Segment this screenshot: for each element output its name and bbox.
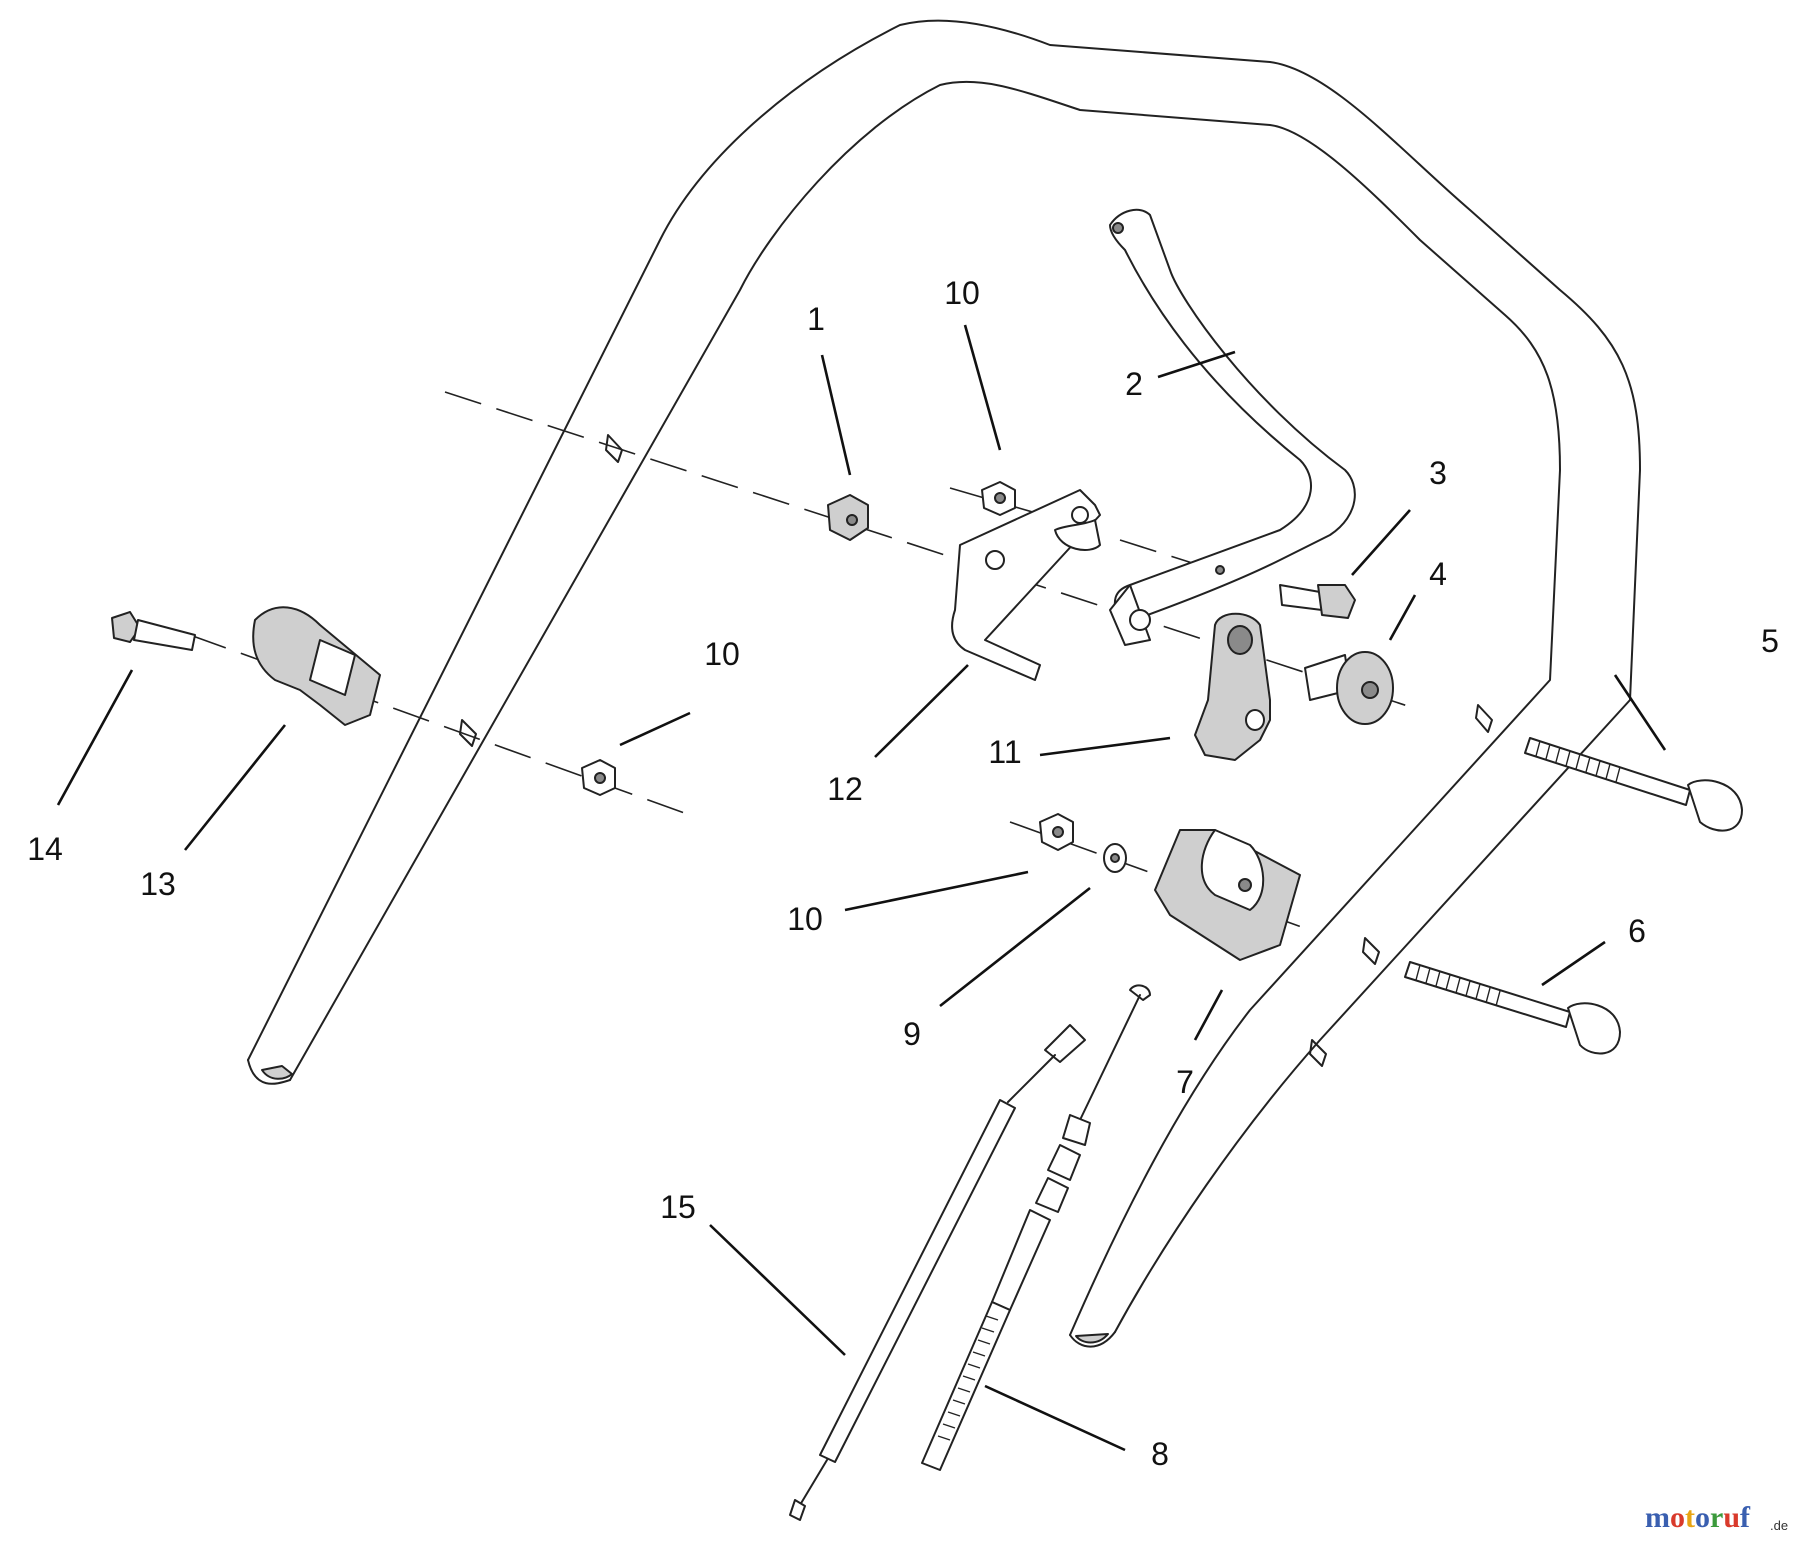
hex-bolt-3 — [1279, 584, 1356, 619]
clamp-13 — [252, 606, 381, 726]
callout-labels: 1 2 3 4 5 6 7 8 9 10 10 10 11 12 13 14 1… — [27, 275, 1779, 1472]
latch — [1194, 612, 1271, 761]
watermark-letter: o — [1670, 1501, 1685, 1534]
callout-7: 7 — [1176, 1064, 1194, 1100]
leader-9 — [939, 886, 1091, 1008]
washer-9 — [1103, 843, 1127, 873]
leader-12 — [874, 664, 969, 758]
callout-5: 5 — [1761, 623, 1779, 659]
watermark-letter: m — [1645, 1501, 1670, 1534]
callout-8: 8 — [1151, 1436, 1169, 1472]
watermark-letter: r — [1710, 1501, 1723, 1534]
leader-11 — [1039, 736, 1171, 757]
callout-6: 6 — [1628, 913, 1646, 949]
callout-2: 2 — [1125, 366, 1143, 402]
nut-10-bottom — [1039, 813, 1074, 851]
leader-1 — [820, 354, 852, 476]
bail-lever — [1109, 208, 1356, 646]
watermark-letter: f — [1740, 1501, 1751, 1534]
leader-5 — [1613, 674, 1667, 751]
leader-8 — [984, 1384, 1126, 1452]
leader-10b — [619, 711, 691, 747]
leader-lines — [56, 324, 1667, 1452]
callout-10-top: 10 — [944, 275, 980, 311]
cable-15 — [789, 1024, 1086, 1521]
callout-14: 14 — [27, 831, 63, 867]
watermark-suffix: .de — [1770, 1518, 1788, 1533]
leader-13 — [183, 724, 287, 851]
callout-12: 12 — [827, 771, 863, 807]
carriage-bolt-6 — [1404, 961, 1621, 1055]
watermark-logo: motoruf .de — [1645, 1501, 1788, 1534]
leader-7 — [1193, 989, 1224, 1041]
bolt-14 — [111, 611, 196, 651]
leader-4 — [1388, 594, 1417, 641]
callout-1: 1 — [807, 301, 825, 337]
nut-10-top — [981, 481, 1016, 516]
leader-14 — [56, 669, 134, 806]
spacer-4 — [1304, 651, 1394, 725]
leader-10c — [844, 870, 1029, 912]
leader-6 — [1541, 940, 1606, 987]
leader-2 — [1157, 350, 1236, 379]
callout-4: 4 — [1429, 556, 1447, 592]
leader-3 — [1351, 509, 1411, 576]
leader-10a — [963, 324, 1002, 451]
watermark-letter: o — [1695, 1501, 1710, 1534]
watermark-letter: t — [1685, 1501, 1695, 1534]
callout-10-left: 10 — [704, 636, 740, 672]
callout-15: 15 — [660, 1189, 696, 1225]
callout-11: 11 — [988, 734, 1021, 770]
carriage-bolt-5 — [1524, 737, 1743, 832]
nut-10-left — [581, 759, 616, 796]
callout-13: 13 — [140, 866, 176, 902]
clamp-block-7 — [1154, 829, 1301, 961]
nut-1 — [827, 494, 869, 541]
bracket — [951, 489, 1101, 681]
watermark-letter: u — [1723, 1501, 1740, 1534]
callout-10-bottom: 10 — [787, 901, 823, 937]
watermark-text: motoruf — [1645, 1501, 1751, 1534]
callout-3: 3 — [1429, 455, 1447, 491]
leader-15 — [709, 1224, 846, 1356]
callout-9: 9 — [903, 1016, 921, 1052]
cable-8 — [921, 984, 1151, 1471]
handle-tube — [247, 19, 1641, 1348]
